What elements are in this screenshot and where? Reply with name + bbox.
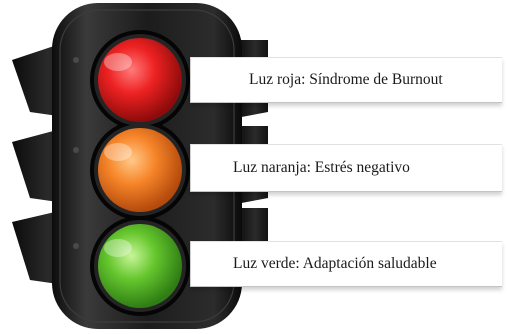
label-orange-light: Luz naranja: Estrés negativo [190,144,502,192]
label-red-light: Luz roja: Síndrome de Burnout [190,57,502,103]
orange-light-lamp [98,128,182,212]
red-light-lamp [98,38,182,122]
label-red-text: Luz roja: Síndrome de Burnout [249,71,443,88]
label-orange-text: Luz naranja: Estrés negativo [233,159,410,176]
green-light-lamp [98,224,182,308]
label-green-text: Luz verde: Adaptación saludable [233,255,437,272]
label-green-light: Luz verde: Adaptación saludable [190,241,502,287]
